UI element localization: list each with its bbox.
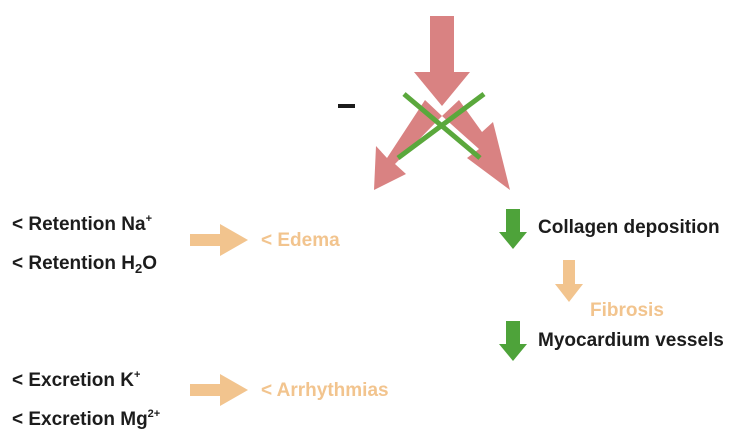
block-cross-line-2 — [396, 91, 486, 161]
arrow-to-edema — [190, 224, 248, 256]
arrow-down-left — [374, 100, 442, 190]
cause-retention-h2o: < Retention H2O — [12, 253, 157, 276]
inhibition-symbol — [338, 104, 355, 108]
arrow-to-arrhythmias — [190, 374, 248, 406]
cause-excretion-k: < Excretion K+ — [12, 369, 141, 392]
effect-edema: < Edema — [261, 230, 340, 251]
green-arrow-collagen — [499, 209, 527, 249]
arrow-to-fibrosis — [555, 260, 583, 302]
arrow-down-right — [442, 100, 510, 190]
green-arrow-vessels — [499, 321, 527, 361]
effect-arrhythmias: < Arrhythmias — [261, 380, 389, 401]
down-arrow-top — [414, 16, 470, 106]
myocardium-vessels-label: Myocardium vessels — [538, 330, 724, 351]
cause-retention-na: < Retention Na+ — [12, 213, 152, 236]
cause-excretion-mg: < Excretion Mg2+ — [12, 408, 161, 431]
collagen-deposition-label: Collagen deposition — [538, 217, 720, 238]
fibrosis-label: Fibrosis — [590, 300, 664, 321]
